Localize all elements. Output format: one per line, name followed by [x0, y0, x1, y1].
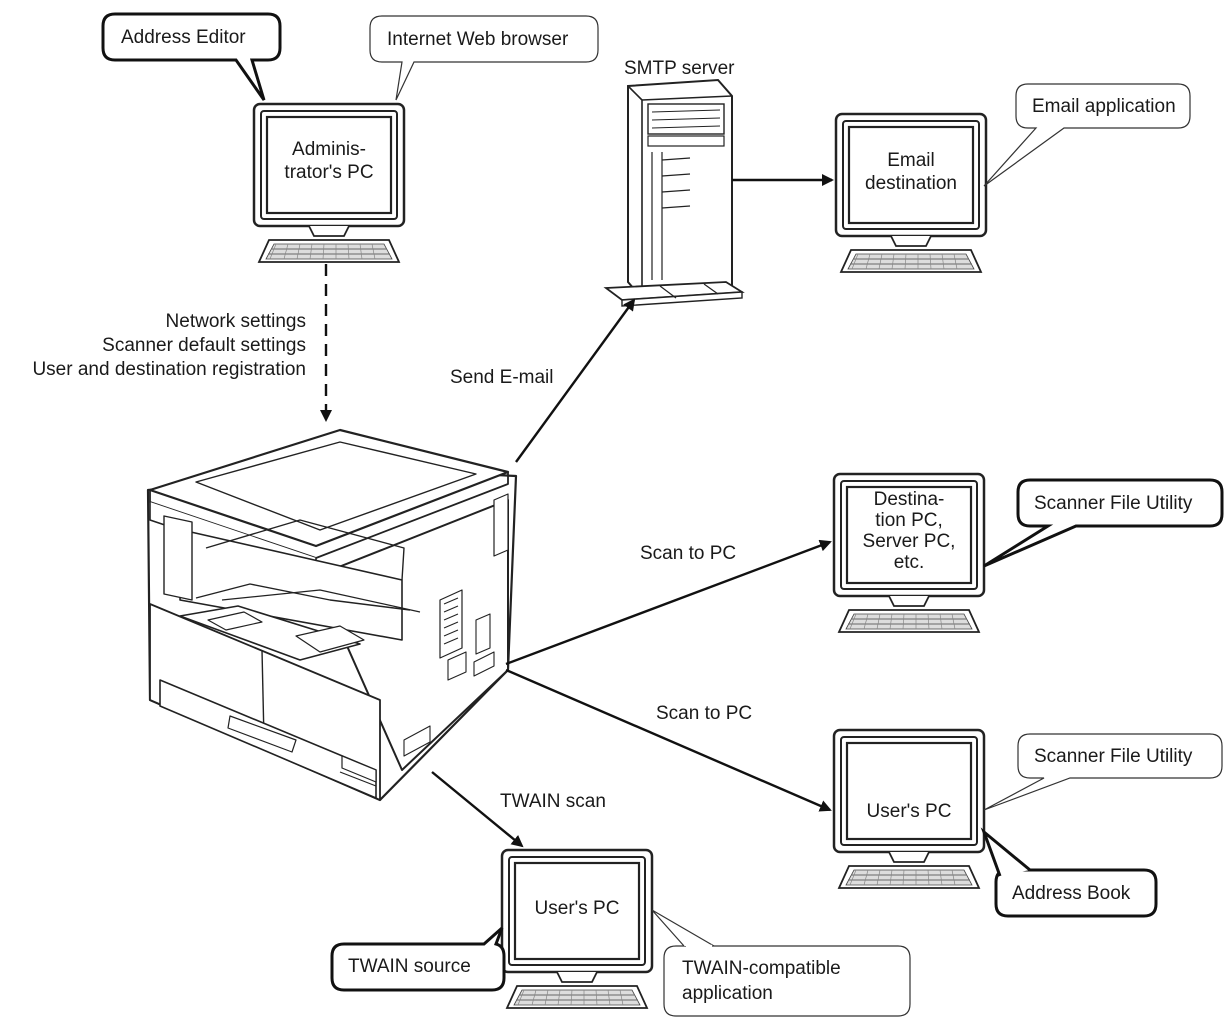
arrow-scan-to-pc-top: [505, 539, 832, 666]
scan-to-pc-label-top: Scan to PC: [640, 543, 737, 564]
callout-sfu-top: [983, 478, 1224, 568]
callout-address-editor-text: Address Editor: [121, 27, 246, 48]
callout-sfu-bottom-text: Scanner File Utility: [1034, 746, 1193, 767]
send-email-label: Send E-mail: [450, 367, 554, 388]
pc-user-bottom-label: User's PC: [534, 898, 620, 919]
copier-scanner-illustration: [146, 428, 518, 802]
pc-admin-label: Adminis- trator's PC: [284, 139, 374, 183]
callout-sfu-bottom: [983, 733, 1223, 811]
settings-label-network: Network settings: [165, 311, 306, 332]
callout-web-browser: [369, 15, 599, 101]
connections: [320, 174, 834, 848]
arrow-scan-to-pc-bottom: [505, 668, 832, 812]
callout-email-app-text: Email application: [1032, 96, 1176, 117]
smtp-server-icon: [603, 78, 745, 307]
callout-web-browser-text: Internet Web browser: [387, 29, 569, 50]
scan-to-pc-label-bottom: Scan to PC: [656, 703, 753, 724]
callout-twain-source-text: TWAIN source: [348, 956, 471, 977]
callout-twain-app: [663, 945, 911, 1017]
callout-address-editor: [101, 12, 282, 101]
smtp-server-label: SMTP server: [624, 58, 735, 79]
settings-label-user-registration: User and destination registration: [32, 359, 306, 380]
callout-sfu-top-text: Scanner File Utility: [1034, 493, 1193, 514]
pc-email-label: Email destination: [865, 150, 957, 194]
arrow-send-email: [515, 298, 636, 463]
pc-user-bottom: [500, 848, 654, 1010]
callout-twain-source: [330, 926, 506, 992]
pc-user-right-label: User's PC: [866, 801, 952, 822]
settings-label-scanner-default: Scanner default settings: [102, 335, 306, 356]
twain-scan-label: TWAIN scan: [500, 791, 606, 812]
callout-twain-app-text-1: TWAIN-compatible: [682, 958, 841, 979]
callout-twain-app-text-2: application: [682, 983, 773, 1004]
arrow-twain-scan: [431, 771, 524, 848]
callout-email-app: [983, 83, 1191, 187]
callout-address-book-text: Address Book: [1012, 883, 1131, 904]
callout-bubbles: [101, 12, 1224, 1017]
pc-destination-label: Destina- tion PC, Server PC, etc.: [862, 489, 956, 573]
callout-address-book: [994, 868, 1158, 918]
